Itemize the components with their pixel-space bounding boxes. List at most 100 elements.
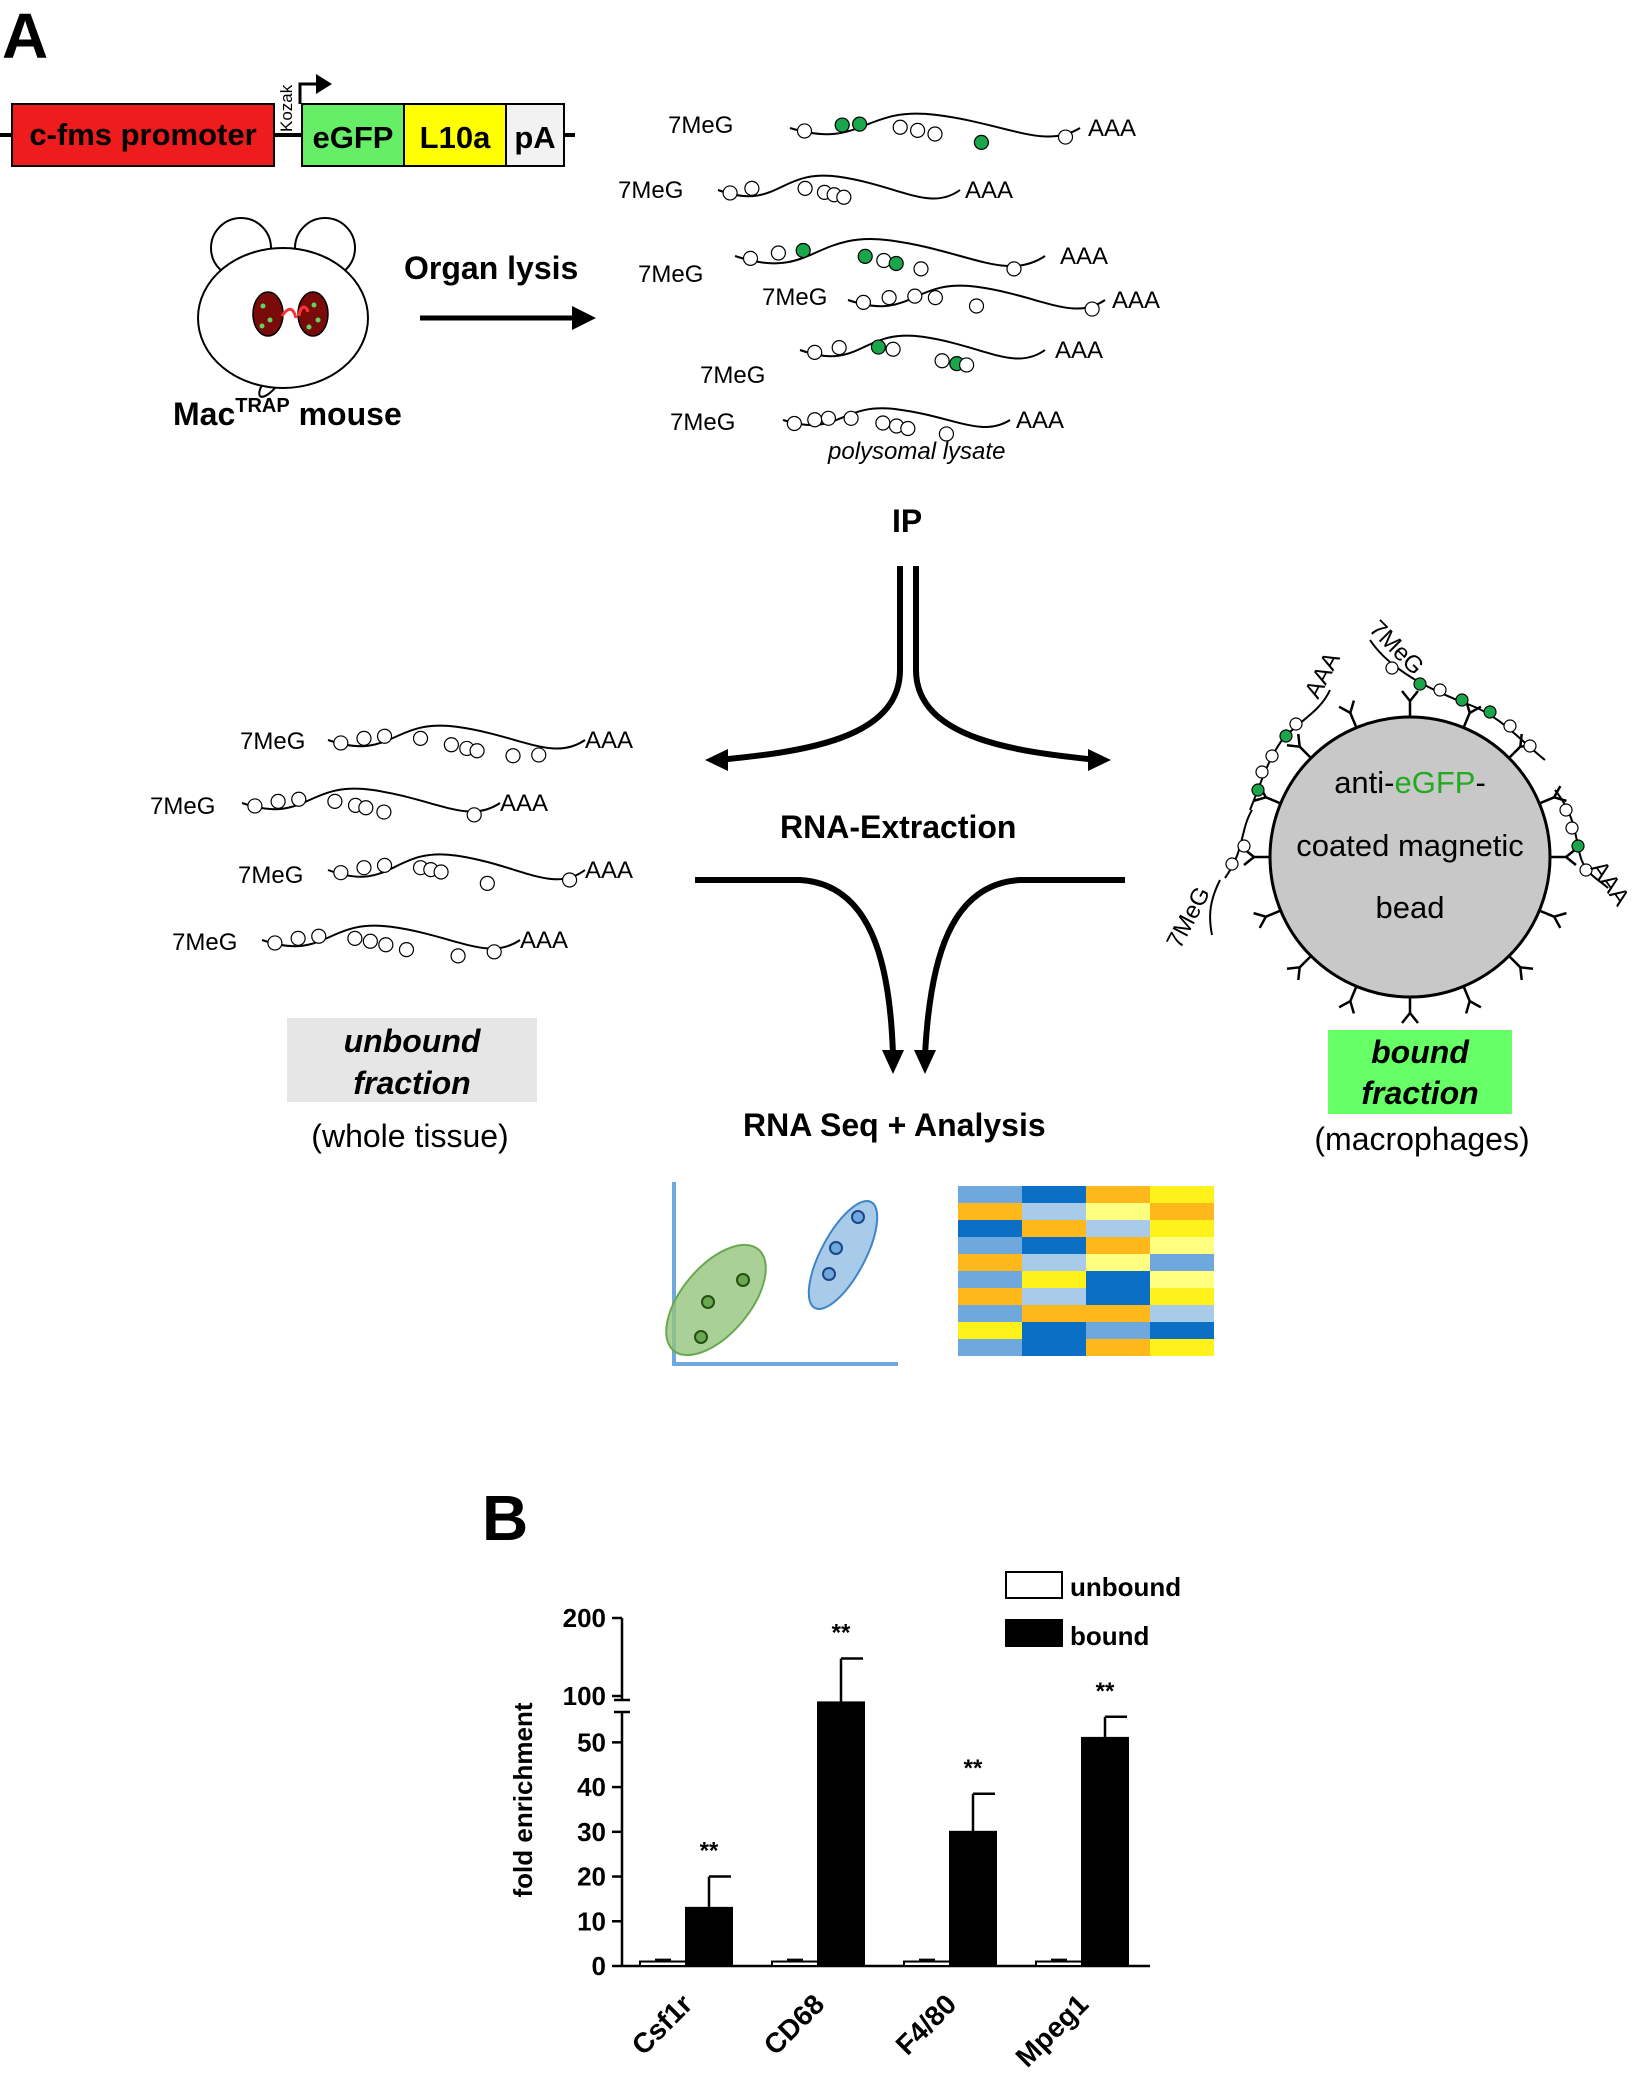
tagged-ribosome — [851, 116, 868, 132]
polya-label: AAA — [1060, 243, 1108, 270]
significance-marker: ** — [964, 1755, 983, 1782]
ribosome — [356, 730, 372, 746]
bound-title-1: bound — [1371, 1034, 1470, 1070]
ip-label: IP — [892, 503, 922, 539]
bound-fraction-box — [1328, 1030, 1512, 1114]
mrna-strand: 7MeG AAA — [638, 238, 1108, 288]
tagged-ribosome — [1279, 729, 1293, 743]
ribosome — [479, 875, 495, 891]
panel-a-label: A — [2, 0, 48, 72]
ribosome — [398, 942, 415, 958]
x-tick-label: CD68 — [758, 1988, 831, 2061]
tagged-ribosome — [1483, 705, 1497, 719]
ribosome — [291, 791, 307, 807]
bound-title-2: fraction — [1361, 1075, 1478, 1111]
cap-label: 7MeG — [668, 112, 733, 139]
merge-arrows — [695, 877, 1125, 1056]
cap-label: 7MeG — [238, 862, 303, 889]
ribosome — [786, 415, 802, 432]
heatmap-cell — [1150, 1339, 1214, 1356]
antibody — [1462, 985, 1482, 1014]
ribosome — [1006, 261, 1022, 277]
bar-unbound — [903, 1960, 951, 1967]
y-tick-label: 200 — [563, 1603, 606, 1633]
polya-label: AAA — [1088, 115, 1136, 142]
legend-label-unbound: unbound — [1070, 1572, 1181, 1602]
pa-label: pA — [514, 120, 555, 155]
ribosome — [831, 340, 847, 356]
mouse-illustration — [197, 217, 369, 398]
tagged-ribosome — [1251, 783, 1265, 797]
ribosome — [770, 245, 787, 261]
heatmap-cell — [1022, 1237, 1086, 1254]
heatmap-cell — [1150, 1288, 1214, 1305]
ribosome — [900, 420, 916, 437]
unbound-title-1: unbound — [344, 1023, 482, 1059]
ribosome — [443, 737, 459, 753]
heatmap-cell — [1150, 1220, 1214, 1237]
ribosome — [311, 928, 327, 944]
unbound-subtitle: (whole tissue) — [311, 1118, 508, 1154]
ribosome — [267, 935, 283, 951]
heatmap-cell — [1022, 1203, 1086, 1220]
ribosome — [1523, 739, 1537, 753]
ribosome — [797, 180, 813, 196]
antibody — [1550, 848, 1577, 866]
heatmap-cell — [958, 1237, 1022, 1254]
bar-bound — [949, 1830, 997, 1968]
split-arrows — [717, 566, 1099, 763]
antibody — [1243, 848, 1270, 866]
heatmap-cell — [1022, 1288, 1086, 1305]
heatmap-cell — [958, 1220, 1022, 1237]
cfms-promoter-box — [11, 103, 275, 167]
bar-bound — [1081, 1736, 1129, 1967]
ribosome — [433, 864, 449, 880]
y-tick-label: 100 — [563, 1681, 606, 1711]
ribosome — [1559, 803, 1573, 817]
ribosome — [469, 743, 485, 759]
heatmap-cell — [1150, 1305, 1214, 1322]
antibody — [1286, 955, 1312, 981]
heatmap-icon — [958, 1186, 1214, 1356]
ribosome — [1084, 301, 1100, 317]
ribosome — [1565, 821, 1579, 835]
heatmap-cell — [1150, 1203, 1214, 1220]
ribosome — [376, 857, 393, 873]
heatmap-cell — [1150, 1271, 1214, 1288]
heatmap-cell — [1022, 1305, 1086, 1322]
ribosome — [836, 189, 852, 205]
cap-label: 7MeG — [638, 261, 703, 288]
polya-label: AAA — [965, 177, 1013, 204]
ribosome — [892, 119, 908, 135]
ribosome — [722, 185, 738, 201]
ribosome — [412, 730, 429, 746]
ribosome — [376, 804, 392, 820]
polya-label: AAA — [1112, 287, 1160, 314]
ribosome — [820, 410, 837, 426]
tagged-ribosome — [1413, 677, 1427, 691]
heatmap-cell — [1086, 1288, 1150, 1305]
ribosome — [881, 290, 897, 306]
unbound-fraction-box — [287, 1018, 537, 1102]
ribosome — [505, 748, 521, 764]
bound-subtitle: (macrophages) — [1314, 1121, 1529, 1157]
ribosome — [531, 747, 547, 763]
significance-marker: ** — [700, 1838, 719, 1865]
ribosome — [1433, 683, 1447, 697]
ribosome — [807, 344, 823, 360]
heatmap-cell — [1086, 1339, 1150, 1356]
polya-label: AAA — [500, 790, 548, 817]
heatmap-cell — [958, 1288, 1022, 1305]
ribosome — [907, 288, 923, 304]
heatmap-cell — [1086, 1237, 1150, 1254]
kidney-right — [297, 291, 329, 337]
heatmap-cell — [1086, 1322, 1150, 1339]
ribosome — [1265, 749, 1279, 763]
heatmap-cell — [958, 1339, 1022, 1356]
